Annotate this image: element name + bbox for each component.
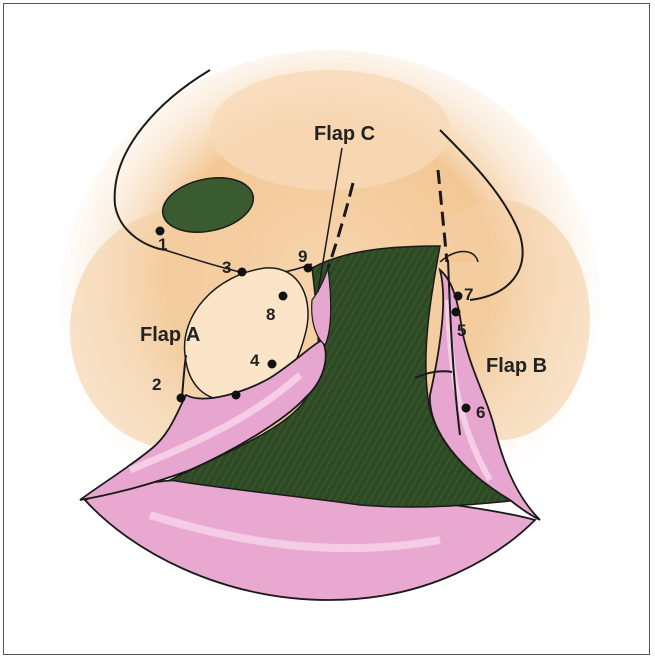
point-6-label: 6 <box>476 403 485 422</box>
point-6-marker <box>462 404 471 413</box>
point-3-label: 3 <box>222 258 231 277</box>
point-3-marker <box>238 268 247 277</box>
point-4-label: 4 <box>250 351 260 370</box>
point-9-label: 9 <box>298 247 307 266</box>
point-4-marker <box>268 360 277 369</box>
point-1-label: 1 <box>158 235 167 254</box>
point-2-marker <box>177 394 186 403</box>
flap-c-label: Flap C <box>314 123 375 145</box>
flap-a-label: Flap A <box>140 324 200 346</box>
flap-b-label: Flap B <box>486 355 547 377</box>
point-8-marker <box>279 292 288 301</box>
point-8-label: 8 <box>266 305 275 324</box>
point-2-label: 2 <box>152 375 161 394</box>
point-5-label: 5 <box>457 321 466 340</box>
point-7-label: 7 <box>464 285 473 304</box>
point-7-marker <box>454 292 463 301</box>
point-5-marker <box>452 308 461 317</box>
point-a4-marker <box>232 391 241 400</box>
